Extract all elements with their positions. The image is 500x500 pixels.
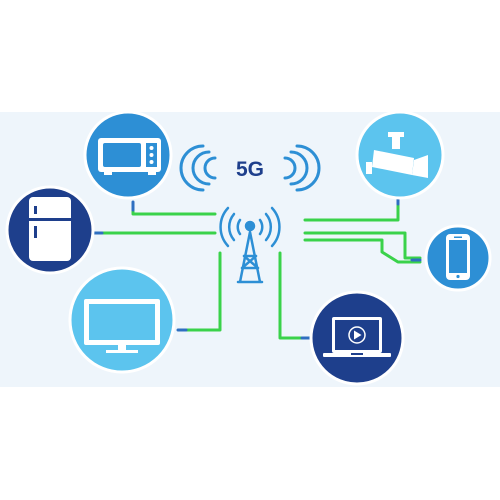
link-microwave bbox=[131, 204, 217, 216]
security-camera-icon bbox=[366, 132, 428, 178]
cell-tower-icon bbox=[219, 206, 281, 284]
connection-lines bbox=[91, 194, 422, 340]
smartphone-icon bbox=[446, 234, 470, 280]
network-label: 5G bbox=[236, 158, 264, 181]
link-tv bbox=[178, 251, 222, 332]
5g-badge: 5G bbox=[179, 144, 321, 192]
device-microwave[interactable] bbox=[83, 110, 173, 200]
right-waves-icon bbox=[283, 144, 321, 192]
device-smartphone[interactable] bbox=[424, 224, 492, 292]
left-waves-icon bbox=[179, 144, 217, 192]
link-laptop bbox=[278, 251, 312, 340]
device-television[interactable] bbox=[68, 266, 176, 374]
link-phone-b bbox=[303, 238, 422, 264]
link-camera bbox=[303, 198, 400, 222]
device-security-camera[interactable] bbox=[355, 110, 445, 200]
device-laptop[interactable] bbox=[309, 290, 405, 386]
device-refrigerator[interactable] bbox=[5, 185, 95, 275]
link-phone-a bbox=[303, 231, 422, 260]
refrigerator-icon bbox=[29, 197, 71, 261]
laptop-video-icon bbox=[323, 317, 391, 357]
television-icon bbox=[84, 299, 160, 353]
microwave-icon bbox=[98, 138, 161, 175]
